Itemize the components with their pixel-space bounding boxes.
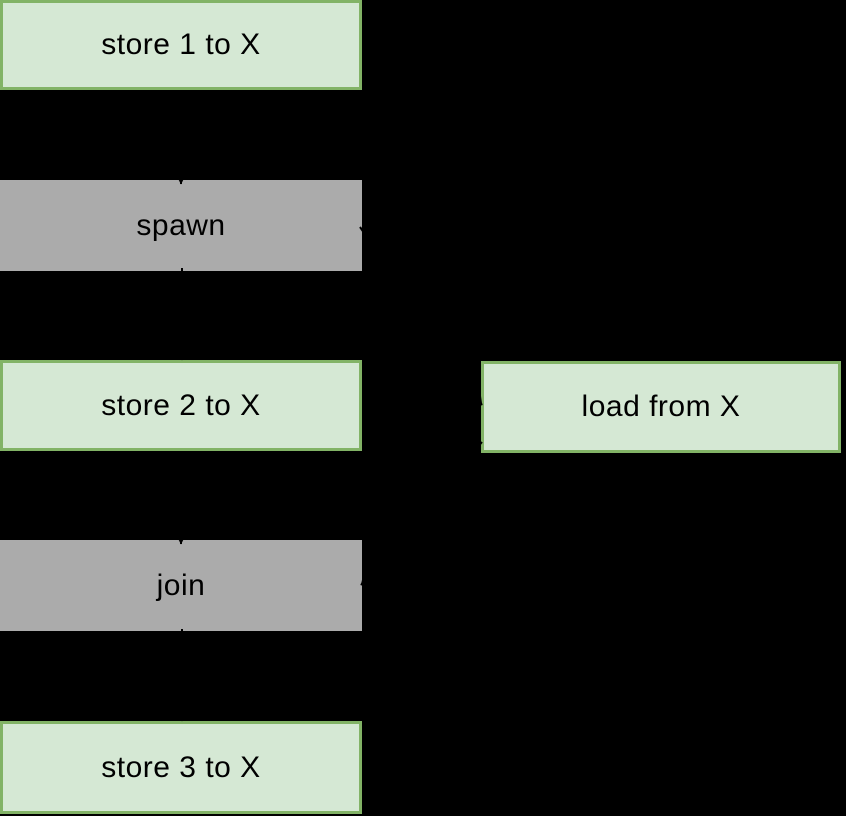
node-label: store 3 to X: [101, 750, 261, 784]
node-spawn: spawn: [0, 180, 362, 271]
node-store-3-to-x: store 3 to X: [0, 721, 362, 814]
node-load-from-x: load from X: [481, 361, 841, 453]
node-store-2-to-x: store 2 to X: [0, 360, 362, 451]
edge-load-to-join: [360, 441, 483, 586]
node-join: join: [0, 540, 362, 631]
node-label: spawn: [136, 208, 226, 242]
node-label: load from X: [581, 390, 741, 423]
node-store-1-to-x: store 1 to X: [0, 0, 362, 90]
node-label: store 1 to X: [101, 28, 261, 61]
node-label: join: [156, 568, 206, 602]
edge-spawn-to-load: [359, 226, 483, 406]
node-label: store 2 to X: [101, 388, 261, 422]
